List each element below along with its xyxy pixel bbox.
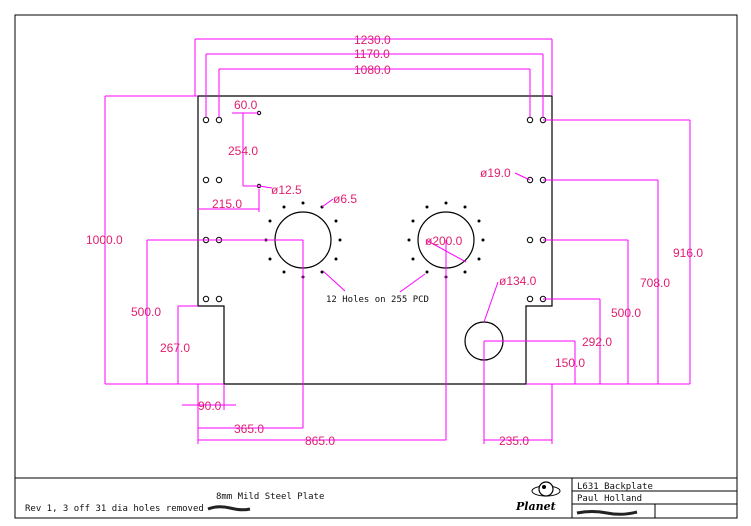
dia-134: ø134.0: [499, 274, 537, 288]
planet-logo: Planet: [515, 481, 561, 513]
dim-235: 235.0: [499, 434, 529, 448]
hole: [526, 236, 534, 244]
dim-1000: 1000.0: [86, 233, 123, 247]
dim-365: 365.0: [234, 422, 264, 436]
dim-60: 60.0: [234, 98, 258, 112]
dim-90: 90.0: [198, 399, 222, 413]
drawing-title: L631 Backplate: [577, 482, 653, 492]
dimension-labels: 1230.0 1170.0 1080.0 60.0 254.0 215.0 10…: [86, 33, 703, 448]
hole: [526, 176, 534, 184]
dia-12-5: ø12.5: [271, 183, 302, 197]
dim-292: 292.0: [582, 335, 612, 349]
dia-19: ø19.0: [480, 166, 511, 180]
logo-text: Planet: [515, 500, 556, 513]
dim-150: 150.0: [555, 356, 585, 370]
dim-916: 916.0: [673, 246, 703, 260]
hole: [215, 295, 223, 303]
dim-1170: 1170.0: [354, 47, 390, 61]
hole: [215, 176, 223, 184]
author-name: Paul Holland: [577, 494, 642, 504]
hole: [202, 176, 210, 184]
hole: [202, 116, 210, 124]
dim-215: 215.0: [212, 197, 242, 211]
hole: [526, 116, 534, 124]
hole: [202, 295, 210, 303]
author-signature: [576, 510, 638, 516]
dia-6-5: ø6.5: [333, 192, 357, 206]
sheet-border: [14, 14, 738, 519]
pcd-note: 12 Holes on 255 PCD: [326, 295, 429, 305]
dia-200: ø200.0: [425, 234, 463, 248]
dim-500-right: 500.0: [611, 306, 641, 320]
revision-signature: [207, 505, 251, 512]
dim-1080: 1080.0: [354, 63, 391, 77]
dim-1230: 1230.0: [354, 33, 391, 47]
hole: [526, 295, 534, 303]
revision-note: Rev 1, 3 off 31 dia holes removed: [25, 504, 204, 514]
dimension-lines: [104, 38, 691, 444]
dim-708: 708.0: [640, 276, 670, 290]
dim-254: 254.0: [228, 144, 258, 158]
material-note: 8mm Mild Steel Plate: [216, 492, 324, 502]
dim-865: 865.0: [305, 434, 335, 448]
dim-500-left: 500.0: [131, 305, 161, 319]
hole: [215, 116, 223, 124]
dim-267: 267.0: [160, 341, 190, 355]
mounting-holes: [202, 110, 547, 303]
